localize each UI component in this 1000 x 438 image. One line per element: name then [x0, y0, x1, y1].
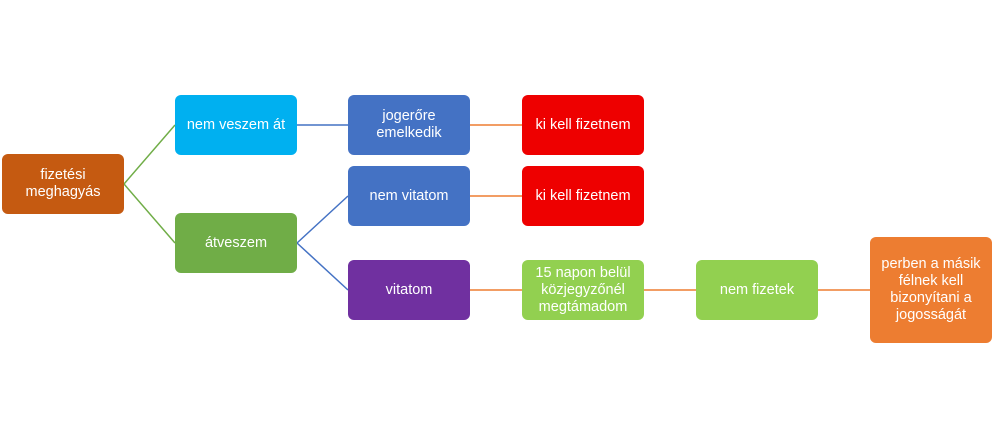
- node-nem-fizetek: nem fizetek: [696, 260, 818, 320]
- connector-atve-vitat: [296, 242, 349, 291]
- node-fizetesi-meghagyas: fizetési meghagyás: [2, 154, 124, 214]
- connector-root-atve: [123, 183, 176, 244]
- node-vitatom: vitatom: [348, 260, 470, 320]
- node-ki-kell-fizetnem-2: ki kell fizetnem: [522, 166, 644, 226]
- node-nem-vitatom: nem vitatom: [348, 166, 470, 226]
- connector-root-nemve: [123, 124, 176, 185]
- node-atveszem: átveszem: [175, 213, 297, 273]
- node-ki-kell-fizetnem-1: ki kell fizetnem: [522, 95, 644, 155]
- node-15-napon-belul: 15 napon belül közjegyzőnél megtámadom: [522, 260, 644, 320]
- connector-atve-nemvit: [296, 195, 349, 244]
- node-nem-veszem-at: nem veszem át: [175, 95, 297, 155]
- node-jogerore-emelkedik: jogerőre emelkedik: [348, 95, 470, 155]
- node-perben-bizonyitani: perben a másik félnek kell bizonyítani a…: [870, 237, 992, 343]
